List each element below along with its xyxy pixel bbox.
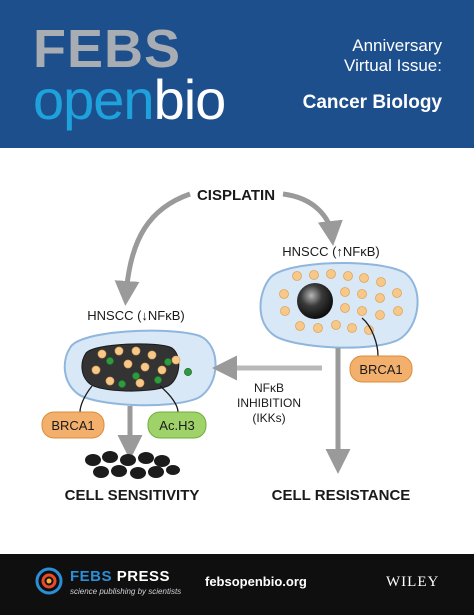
brca1-left-badge: BRCA1 bbox=[41, 411, 105, 439]
press-febs-text: FEBS bbox=[70, 568, 113, 585]
journal-url-link[interactable]: febsopenbio.org bbox=[205, 574, 307, 589]
outcome-sensitivity: CELL SENSITIVITY bbox=[65, 487, 200, 504]
sensitive-cell-green-granules bbox=[106, 357, 192, 388]
ach3-connector bbox=[159, 385, 179, 413]
journal-logo-openbio: openbio bbox=[33, 72, 226, 128]
resistant-cell bbox=[259, 261, 419, 349]
inhibition-label-line2: INHIBITION bbox=[237, 396, 301, 410]
outcome-resistance: CELL RESISTANCE bbox=[272, 487, 411, 504]
cisplatin-pathway-diagram: CISPLATIN HNSCC (↑NFκB) BRCA1 HNSCC (↓NF… bbox=[41, 187, 419, 504]
brca1-right-connector bbox=[361, 317, 379, 357]
inhibition-label-line1: NFκB bbox=[254, 381, 284, 395]
press-word-text: PRESS bbox=[116, 568, 171, 585]
apoptotic-cell-fragments bbox=[85, 451, 180, 479]
brca1-left-label: BRCA1 bbox=[51, 418, 94, 433]
wiley-logo[interactable]: WILEY bbox=[386, 574, 440, 590]
inhibition-label-line3: (IKKs) bbox=[252, 411, 285, 425]
brca1-left-connector bbox=[79, 385, 93, 413]
journal-header: FEBS openbio Anniversary Virtual Issue: … bbox=[0, 0, 474, 148]
issue-topic: Cancer Biology bbox=[302, 92, 442, 113]
publisher-footer: FEBS PRESS science publishing by scienti… bbox=[0, 554, 474, 615]
ach3-label: Ac.H3 bbox=[159, 418, 194, 433]
issue-label-line1: Anniversary bbox=[352, 36, 442, 55]
ach3-badge: Ac.H3 bbox=[147, 411, 207, 439]
issue-label-line2: Virtual Issue: bbox=[344, 56, 442, 75]
journal-logo-febs: FEBS bbox=[33, 19, 182, 79]
arrow-to-sensitive-cell bbox=[114, 191, 191, 306]
resistant-cell-granules bbox=[279, 269, 403, 335]
press-tagline: science publishing by scientists bbox=[70, 587, 182, 596]
logo-open-text: open bbox=[33, 68, 155, 131]
brca1-right-label: BRCA1 bbox=[359, 362, 402, 377]
sensitive-cell-label: HNSCC (↓NFκB) bbox=[87, 308, 185, 323]
resistant-cell-nucleus bbox=[297, 283, 333, 319]
resistant-cell-label: HNSCC (↑NFκB) bbox=[282, 244, 380, 259]
brca1-right-badge: BRCA1 bbox=[349, 355, 413, 383]
logo-bio-text: bio bbox=[153, 68, 227, 131]
arrow-to-resistant-cell bbox=[282, 191, 343, 246]
drug-label: CISPLATIN bbox=[197, 187, 275, 204]
sensitive-cell-granules bbox=[91, 346, 181, 388]
febs-press-globe-icon bbox=[35, 567, 63, 595]
febs-press-name[interactable]: FEBS PRESS bbox=[70, 568, 170, 585]
sensitive-cell bbox=[63, 329, 217, 407]
